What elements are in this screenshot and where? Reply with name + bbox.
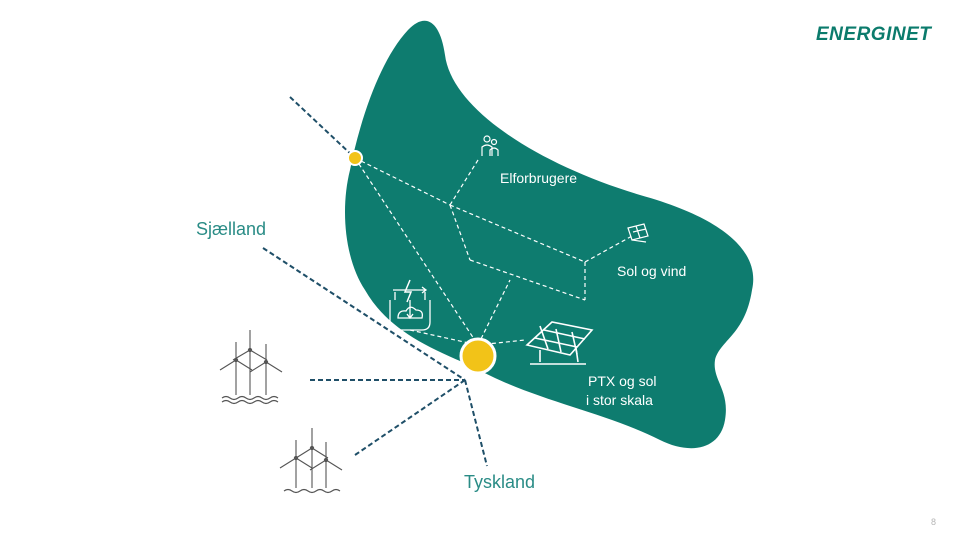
land-area <box>345 20 754 449</box>
label-consumers: Elforbrugere <box>500 170 578 186</box>
label-ptx-line2: i stor skala <box>586 392 653 408</box>
internal-grid-lines <box>354 157 633 346</box>
energinet-logo: ENERGINET <box>816 24 932 45</box>
label-zealand: Sjælland <box>196 219 267 239</box>
solar-panel-large-icon <box>525 321 594 365</box>
people-icon <box>481 135 499 156</box>
page-number: 8 <box>930 517 936 527</box>
interconnector-lines <box>262 96 488 467</box>
ptx-plant-icon <box>389 279 431 331</box>
label-solar-wind: Sol og vind <box>617 263 687 279</box>
zealand-node <box>347 150 363 166</box>
label-germany: Tyskland <box>464 472 536 492</box>
wind-turbines-icon <box>219 330 283 405</box>
label-ptx-line1: PTX og sol <box>588 373 657 389</box>
main-substation-node <box>459 337 497 375</box>
solar-panel-small-icon <box>627 223 649 243</box>
wind-turbines-icon-2 <box>279 428 343 494</box>
